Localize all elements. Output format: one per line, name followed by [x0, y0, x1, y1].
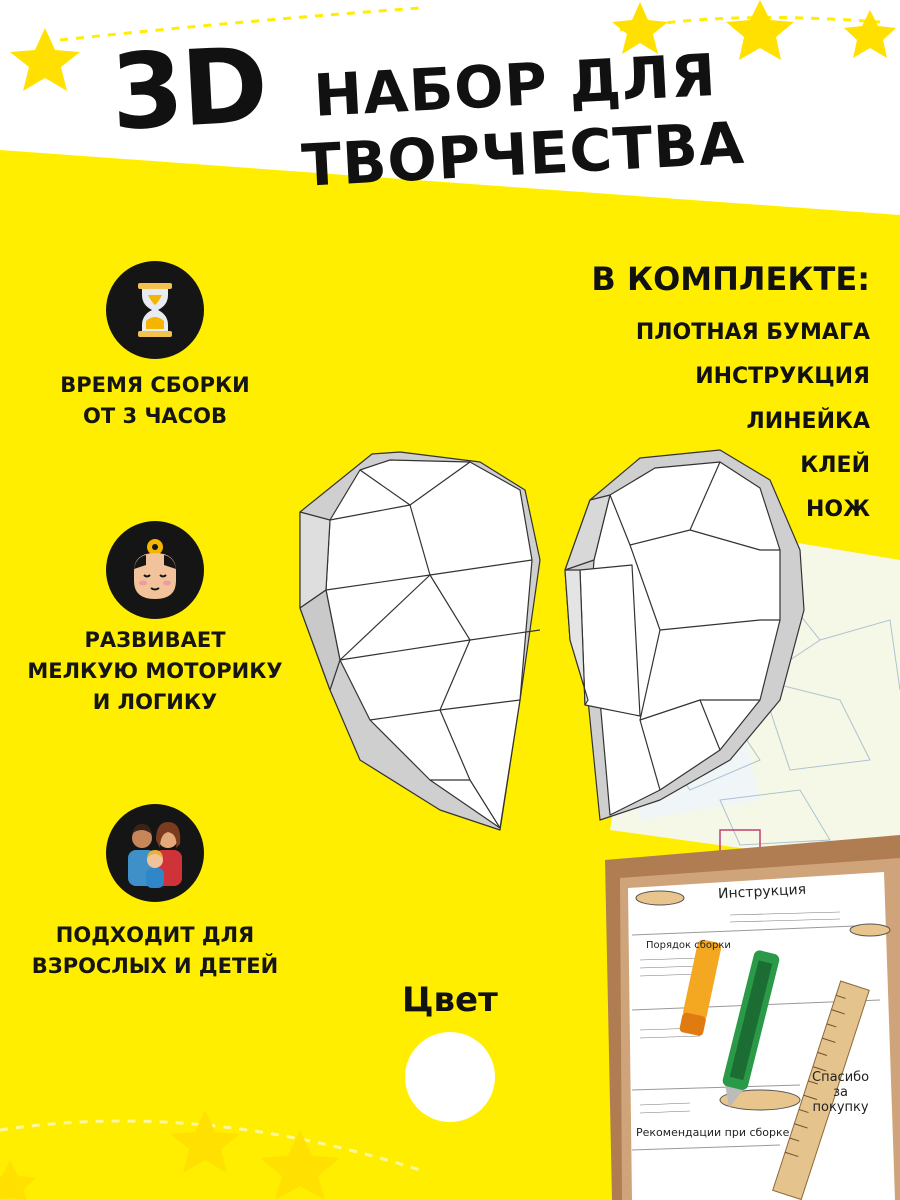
kit-item-paper: ПЛОТНАЯ БУМАГА — [635, 320, 870, 345]
feature-time-line2: ОТ 3 ЧАСОВ — [83, 404, 227, 428]
feature-motor-line1: РАЗВИВАЕТ — [84, 628, 226, 652]
box-thanks: Спасибо за покупку — [812, 1070, 869, 1115]
box-thanks-line1: Спасибо — [812, 1070, 870, 1085]
feature-time: ВРЕМЯ СБОРКИ ОТ 3 ЧАСОВ — [5, 370, 305, 432]
family-icon — [106, 804, 204, 902]
box-section-recommendations: Рекомендации при сборке — [636, 1126, 790, 1139]
kit-item-ruler: ЛИНЕЙКА — [746, 409, 870, 434]
feature-time-line1: ВРЕМЯ СБОРКИ — [60, 373, 250, 397]
feature-audience: ПОДХОДИТ ДЛЯ ВЗРОСЛЫХ И ДЕТЕЙ — [5, 920, 305, 982]
head-gear-icon — [106, 521, 204, 619]
kit-item-instructions: ИНСТРУКЦИЯ — [695, 364, 870, 389]
color-label: Цвет — [402, 980, 498, 1020]
box-thanks-line3: покупку — [812, 1100, 869, 1115]
hourglass-icon — [106, 261, 204, 359]
color-swatch-white[interactable] — [405, 1032, 495, 1122]
box-section-assembly: Порядок сборки — [646, 940, 731, 951]
feature-motor-line2: МЕЛКУЮ МОТОРИКУ — [27, 659, 283, 683]
box-thanks-line2: за — [833, 1085, 848, 1100]
kit-item-knife: НОЖ — [805, 497, 870, 522]
kit-title: В КОМПЛЕКТЕ: — [591, 260, 870, 298]
feature-motor: РАЗВИВАЕТ МЕЛКУЮ МОТОРИКУ И ЛОГИКУ — [5, 625, 305, 718]
feature-motor-line3: И ЛОГИКУ — [92, 690, 218, 714]
feature-audience-line1: ПОДХОДИТ ДЛЯ — [55, 923, 255, 947]
feature-audience-line2: ВЗРОСЛЫХ И ДЕТЕЙ — [31, 954, 279, 978]
kit-item-glue: КЛЕЙ — [800, 453, 870, 478]
